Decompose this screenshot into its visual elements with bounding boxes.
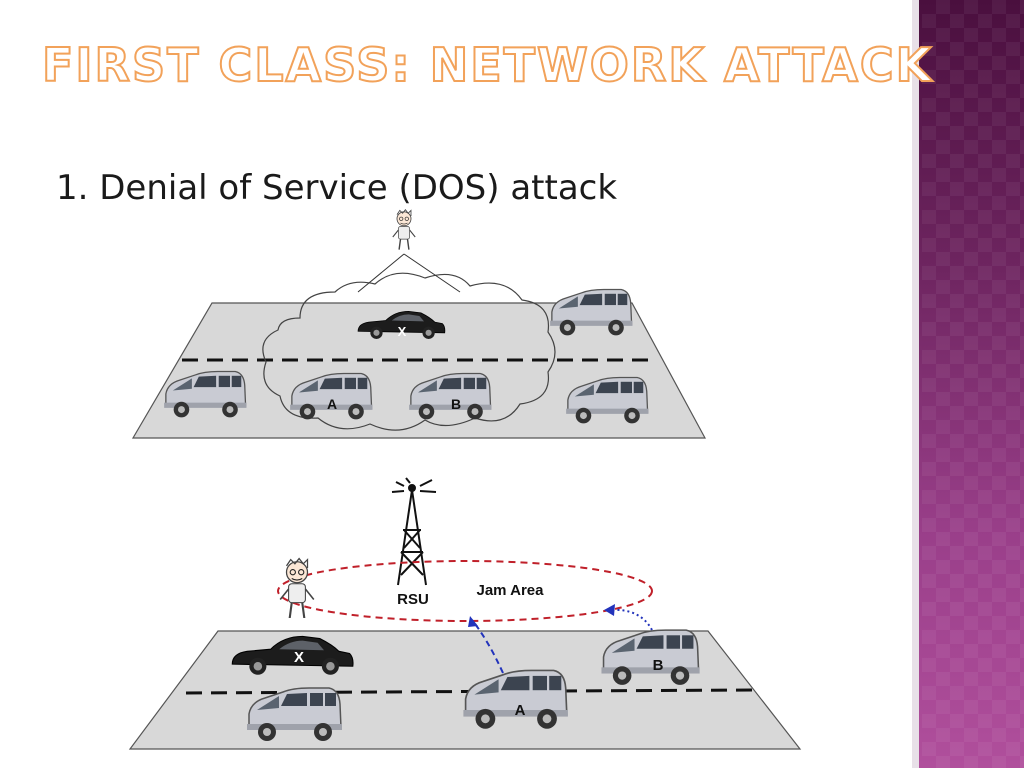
attacker-person-icon xyxy=(279,557,315,620)
attacker-person-icon xyxy=(392,208,416,251)
jam-area-label: Jam Area xyxy=(477,582,545,599)
top-car-x-label: X xyxy=(398,324,407,339)
bottom-car-b-label: B xyxy=(653,657,664,674)
top-car-b-label: B xyxy=(451,396,461,412)
car-b-signal-arrow xyxy=(609,608,653,631)
attacker-link-right xyxy=(403,253,461,293)
arrow-head-icon xyxy=(604,604,615,616)
top-scene: X A B xyxy=(131,208,707,439)
slide-title: First Class: Network Attack xyxy=(41,37,934,93)
bottom-car-a-label: A xyxy=(515,702,526,719)
attacker-link-left xyxy=(357,253,405,293)
top-road xyxy=(131,302,707,439)
bottom-car-x-label: X xyxy=(294,649,304,666)
jam-area-ring xyxy=(277,560,653,622)
side-band-pattern xyxy=(922,0,1024,768)
rsu-label: RSU xyxy=(397,591,429,608)
car-a-signal-arrow xyxy=(471,619,504,674)
bullet-dos-attack: 1. Denial of Service (DOS) attack xyxy=(56,168,618,208)
arrow-head-icon xyxy=(468,616,478,627)
rsu-tower-icon xyxy=(391,477,437,586)
cloud-icon xyxy=(262,272,556,431)
decorative-side-band xyxy=(912,0,1024,768)
attacker-platform xyxy=(270,618,328,628)
top-car-a-label: A xyxy=(327,396,337,412)
bottom-scene: RSU Jam Area X A B xyxy=(128,477,802,750)
